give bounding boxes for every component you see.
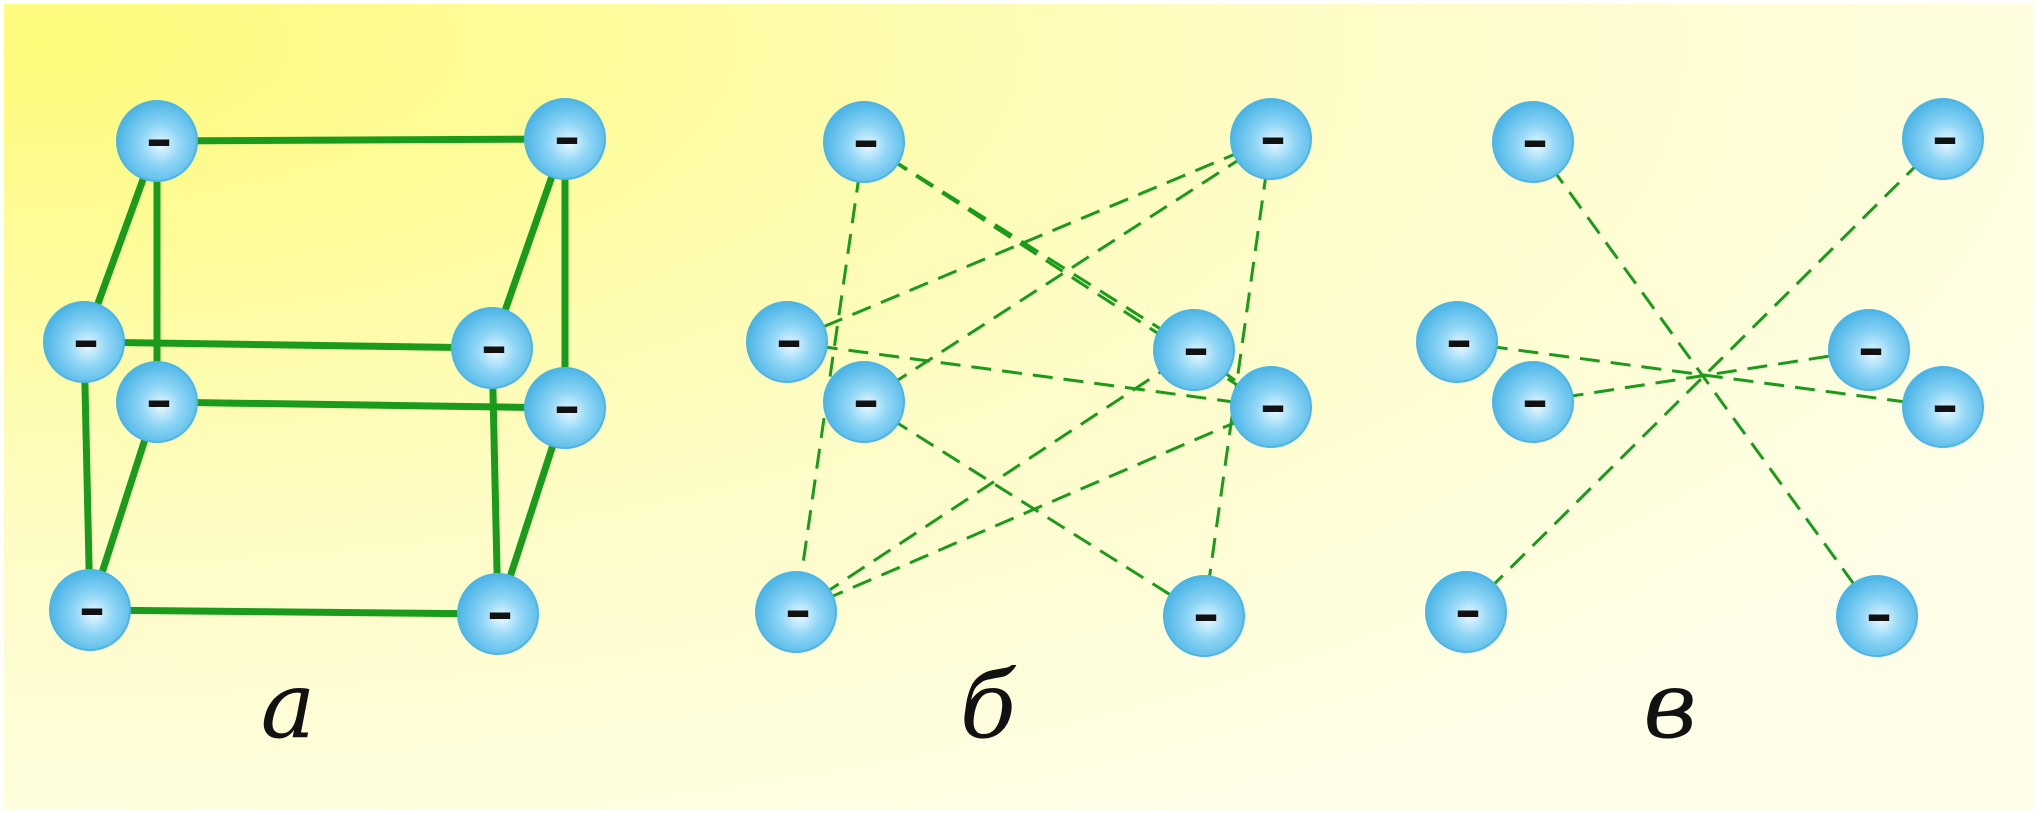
panel-a-bond-6 [156, 398, 566, 412]
ion-minus-sign: – [1932, 108, 1958, 168]
panel-a-bond-5 [83, 338, 493, 352]
ion-ball [1230, 366, 1312, 448]
ion-ball [1828, 309, 1910, 391]
panel-b-ion-4: – [823, 361, 905, 443]
panel-b-ion-7: – [1163, 575, 1245, 657]
panel-b-dashed-lattice: –––––––– [746, 98, 1312, 657]
panel-c-bond-3 [1532, 348, 1870, 404]
ion-ball [1425, 571, 1507, 653]
ion-minus-sign: – [785, 581, 811, 641]
ion-minus-sign: – [146, 371, 172, 431]
panel-a-ion-0: – [116, 100, 198, 182]
ion-ball [1492, 361, 1574, 443]
panel-a-bond-0 [156, 135, 566, 145]
ion-ball [524, 367, 606, 449]
ion-minus-sign: – [1932, 376, 1958, 436]
panel-b-ion-1: – [1230, 98, 1312, 180]
ion-ball [49, 569, 131, 651]
panel-a-ion-3: – [451, 307, 533, 389]
panel-b-bond-9 [795, 405, 1272, 614]
panel-c-ion-3: – [1828, 309, 1910, 391]
panel-c-bond-1 [1464, 137, 1945, 614]
ion-ball [746, 301, 828, 383]
ion-ball [1492, 101, 1574, 183]
ion-minus-sign: – [554, 377, 580, 437]
panel-c-ion-2: – [1416, 301, 1498, 383]
ion-minus-sign: – [73, 311, 99, 371]
panel-b-ion-5: – [1230, 366, 1312, 448]
ion-minus-sign: – [487, 583, 513, 643]
panel-a-bond-8 [488, 347, 502, 615]
panel-label-a: а [260, 652, 316, 759]
ion-minus-sign: – [853, 111, 879, 171]
ion-ball [1836, 575, 1918, 657]
ion-ball [457, 573, 539, 655]
panel-c-bond-2 [1456, 340, 1944, 409]
panel-a-ion-2: – [43, 301, 125, 383]
panel-c-ion-1: – [1902, 98, 1984, 180]
ion-ball [1163, 575, 1245, 657]
panel-b-bond-5 [1202, 138, 1273, 617]
ion-ball [451, 307, 533, 389]
ion-ball [823, 101, 905, 183]
ion-ball [524, 98, 606, 180]
ion-minus-sign: – [1260, 376, 1286, 436]
ion-minus-sign: – [1866, 585, 1892, 645]
ion-minus-sign: – [1522, 371, 1548, 431]
ion-ball [1153, 309, 1235, 391]
ion-ball [116, 100, 198, 182]
ion-minus-sign: – [79, 579, 105, 639]
ion-minus-sign: – [776, 311, 802, 371]
ion-minus-sign: – [1455, 581, 1481, 641]
ion-ball [43, 301, 125, 383]
panel-b-bond-3 [786, 137, 1272, 344]
panel-b-ion-6: – [755, 571, 837, 653]
panel-c-ion-4: – [1492, 361, 1574, 443]
panel-c-ion-6: – [1425, 571, 1507, 653]
panel-b-ion-0: – [823, 101, 905, 183]
panel-a-ion-1: – [524, 98, 606, 180]
panel-label-c: в [1643, 652, 1697, 759]
ion-ball [1230, 98, 1312, 180]
panel-c-ion-7: – [1836, 575, 1918, 657]
ion-minus-sign: – [146, 110, 172, 170]
panel-a-ion-6: – [49, 569, 131, 651]
ion-ball [1902, 98, 1984, 180]
ion-minus-sign: – [1858, 319, 1884, 379]
ion-ball [755, 571, 837, 653]
panel-a-ion-7: – [457, 573, 539, 655]
panel-a-solid-lattice: –––––––– [43, 98, 606, 655]
panel-a-bond-7 [80, 341, 94, 611]
ion-minus-sign: – [1446, 311, 1472, 371]
ion-minus-sign: – [481, 317, 507, 377]
panel-b-bond-6 [786, 340, 1272, 409]
panel-b-ion-2: – [746, 301, 828, 383]
panel-a-ion-4: – [116, 361, 198, 443]
panel-label-b: б [959, 652, 1017, 759]
ion-ball [116, 361, 198, 443]
ion-ball [823, 361, 905, 443]
panel-b-bond-0 [794, 141, 866, 613]
panel-c-dashed-star: –––––––– [1416, 98, 1984, 657]
ion-minus-sign: – [1193, 585, 1219, 645]
ion-minus-sign: – [1260, 108, 1286, 168]
panel-a-ion-5: – [524, 367, 606, 449]
panel-a-bond-11 [89, 606, 499, 618]
panel-b-ion-3: – [1153, 309, 1235, 391]
ion-ball [1416, 301, 1498, 383]
ion-ball [1902, 366, 1984, 448]
ion-minus-sign: – [554, 108, 580, 168]
panel-b-bond-8 [795, 348, 1195, 614]
ion-minus-sign: – [1183, 319, 1209, 379]
ion-minus-sign: – [853, 371, 879, 431]
ion-minus-sign: – [1522, 111, 1548, 171]
panel-c-bond-0 [1531, 141, 1879, 617]
panel-c-ion-5: – [1902, 366, 1984, 448]
panel-c-ion-0: – [1492, 101, 1574, 183]
panel-b-bond-4 [863, 137, 1272, 404]
